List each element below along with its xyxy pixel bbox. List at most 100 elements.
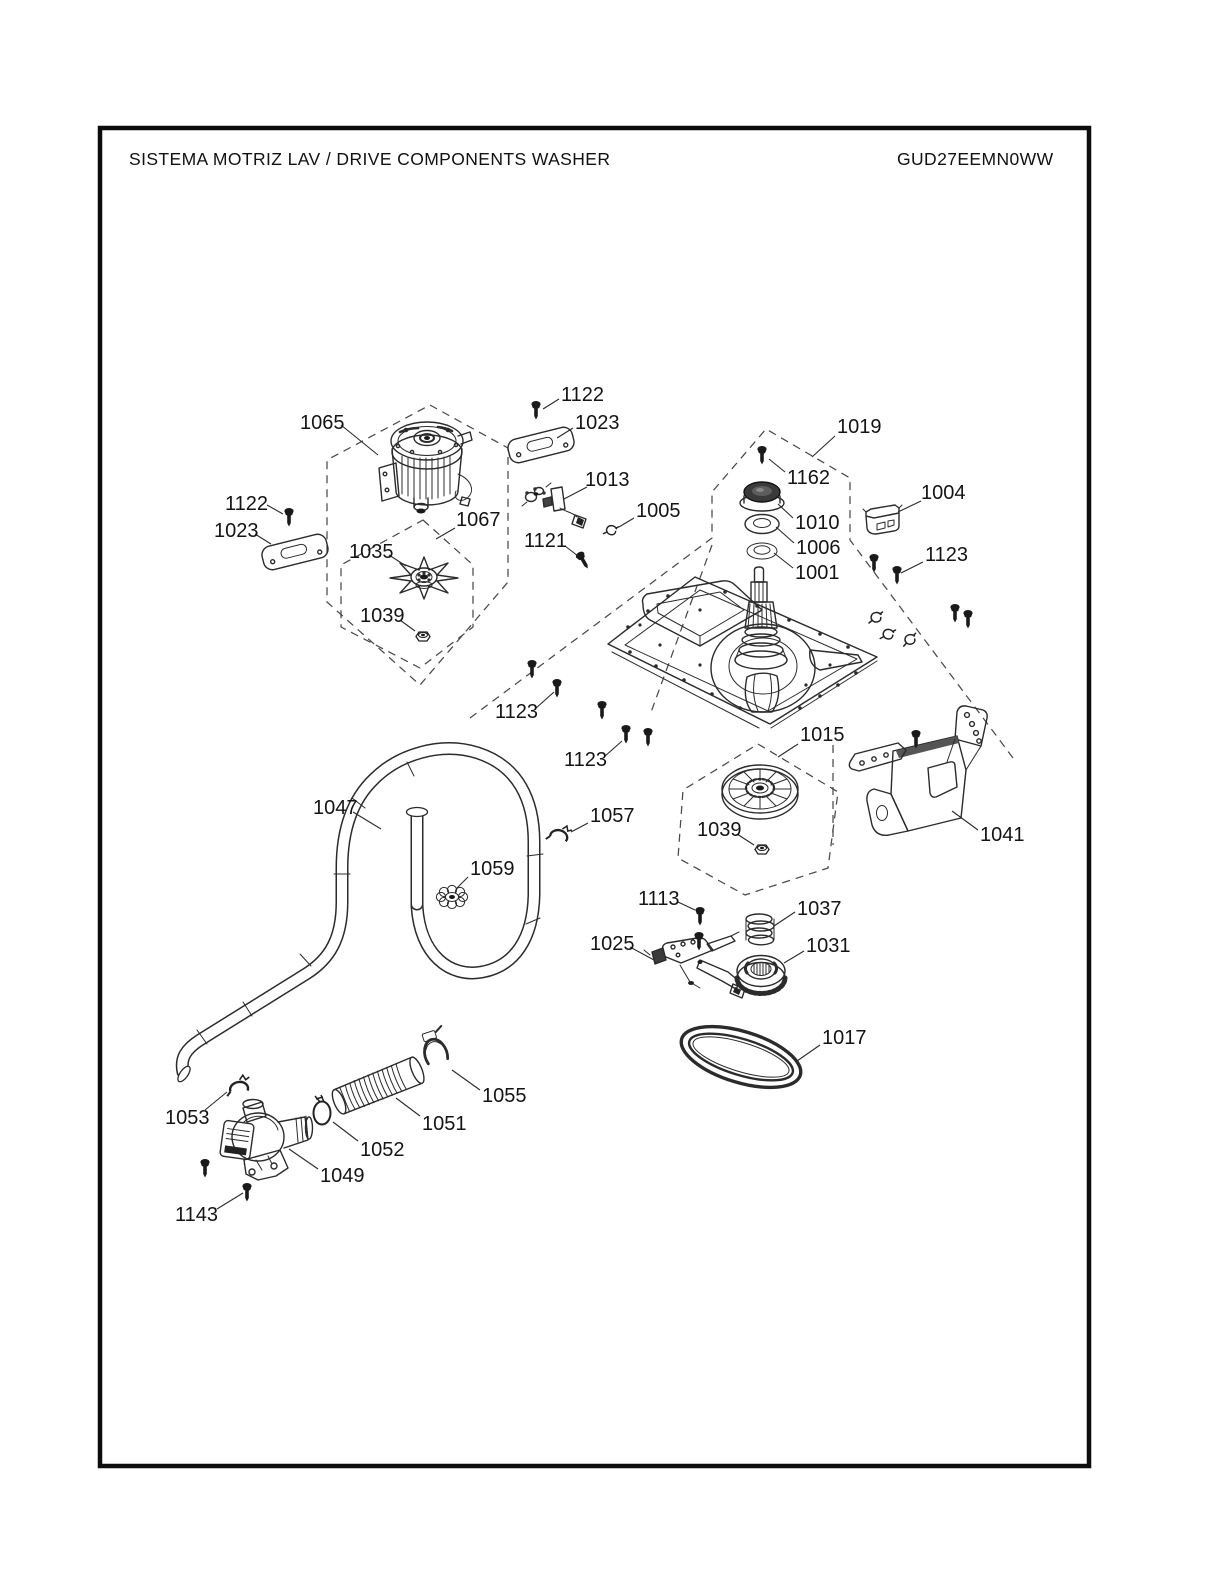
leader-line [777,503,794,519]
leader-line [399,619,416,632]
callout-1035: 1035 [349,541,407,567]
callout-1055: 1055 [451,1069,527,1107]
platform-group-outline [469,428,1017,763]
dashed-group-outlines [326,404,1017,896]
clip-icon [868,611,884,624]
callout-label: 1010 [795,512,840,534]
callout-label: 1004 [921,482,966,504]
callouts: 1065 1122 1023 1013 1019 1122 1023 1067 [165,384,1025,1226]
callout-label: 1001 [795,562,840,584]
drive-belt-drawing [679,1024,803,1090]
callout-label: 1037 [797,898,842,920]
callout-1006: 1006 [775,526,841,559]
drain-pump-drawing [219,1098,314,1181]
callout-label: 1051 [422,1113,467,1135]
bracket-1041-drawing [848,705,988,836]
cover-plate-left-drawing [261,533,329,571]
callout-1123-mid: 1123 [564,740,623,771]
screw-icon [597,701,607,720]
callout-label: 1039 [360,605,405,627]
screw-icon [869,554,879,573]
clamp-1053-drawing [222,1072,254,1098]
leader-line [332,1121,359,1142]
callout-label: 1067 [456,509,501,531]
callout-label: 1065 [300,412,345,434]
callout-1052: 1052 [332,1121,405,1161]
leader-line [775,526,795,544]
platform-drawing [607,566,878,729]
leader-line [773,552,794,569]
screw-icon [531,401,541,420]
callout-1049: 1049 [288,1148,365,1187]
screw-icon [694,932,704,951]
callout-1005: 1005 [618,500,681,528]
clamp-1055-drawing [421,1024,450,1066]
platform-bolt-holes [626,590,858,710]
callout-label: 1041 [980,824,1025,846]
screw-icon [200,1159,210,1178]
page-border [97,125,1092,1469]
clip-icons [868,611,918,647]
clip-icon [901,632,918,647]
leader-line [435,527,456,540]
callout-label: 1162 [787,467,830,489]
callout-1015: 1015 [777,724,845,758]
callout-1057: 1057 [570,805,635,833]
shifter-1025-drawing [643,931,746,999]
callout-1001: 1001 [773,552,840,584]
ring-1059-drawing [435,884,469,910]
washer-1001-drawing [746,542,778,560]
callout-1010: 1010 [777,503,840,534]
callout-1019: 1019 [811,416,882,458]
callout-label: 1023 [214,520,259,542]
clip-1005-drawing [602,522,620,538]
leader-line [455,876,469,890]
callout-1013: 1013 [563,469,630,500]
cover-plate-top-drawing [507,426,575,464]
clip-bracket-1004-drawing [862,504,903,535]
callout-1051: 1051 [395,1097,467,1135]
screw-icon [574,550,592,571]
callout-1004: 1004 [897,482,966,513]
screw-icon [527,660,537,679]
leader-line [603,740,623,758]
hose-1051-drawing [331,1056,425,1115]
drive-pulley-drawing [721,764,799,820]
screw-icon [284,508,294,527]
fan-group-outline [340,519,474,669]
callout-1053: 1053 [165,1091,228,1129]
callout-1121: 1121 [524,530,579,557]
cap-nut-drawing [739,481,785,512]
screw-icon [695,907,705,926]
callout-label: 1052 [360,1139,405,1161]
callout-1122-left: 1122 [225,493,284,515]
callout-1143: 1143 [175,1192,244,1226]
page-title: SISTEMA MOTRIZ LAV / DRIVE COMPONENTS WA… [129,149,610,169]
callout-label: 1143 [175,1204,218,1226]
drain-hose-drawing [175,742,544,1083]
leader-line [629,946,655,961]
callout-1123-right: 1123 [900,544,968,574]
screw-icon [643,728,653,747]
leader-line [395,1097,421,1117]
screw-icon [892,566,902,585]
leader-line [773,911,796,927]
leader-line [534,691,555,710]
leader-line [288,1148,319,1170]
callout-label: 1123 [495,701,538,723]
callout-1113: 1113 [638,888,696,911]
callout-label: 1035 [349,541,394,563]
leader-line [216,1192,244,1210]
callout-1067: 1067 [435,509,501,540]
leader-line [951,810,979,831]
callout-label: 1122 [561,384,604,406]
leader-line [618,517,635,528]
clip-icon [879,626,897,642]
motor-nut-drawing [415,631,431,642]
leader-line [388,554,407,567]
leader-line [570,822,589,833]
pulley-group-outline [677,743,839,896]
callout-1123-midleft: 1123 [495,691,555,723]
